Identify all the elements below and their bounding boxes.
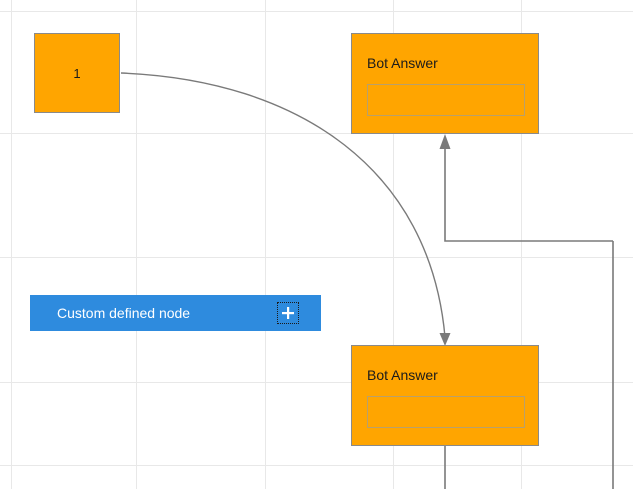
connector-orthogonal-into-bot-answer-1[interactable]	[439, 134, 614, 242]
node-bot-answer-1[interactable]: Bot Answer	[351, 33, 539, 134]
arrowhead-up-icon	[439, 134, 451, 149]
node-bot-answer-title: Bot Answer	[367, 55, 438, 71]
connector-orthogonal-from-bot-answer-2[interactable]	[444, 241, 614, 489]
node-start[interactable]: 1	[34, 33, 120, 113]
node-bot-answer-title: Bot Answer	[367, 367, 438, 383]
node-bot-answer-2[interactable]: Bot Answer	[351, 345, 539, 446]
connector-curve-node1-to-bot-answer-2[interactable]	[120, 72, 451, 346]
node-start-label: 1	[73, 65, 81, 81]
palette-item-label: Custom defined node	[57, 305, 191, 321]
node-bot-answer-input[interactable]	[367, 396, 525, 428]
arrowhead-down-icon	[439, 333, 451, 346]
plus-icon[interactable]	[277, 302, 299, 324]
node-bot-answer-input[interactable]	[367, 84, 525, 116]
palette-item-custom-defined-node[interactable]: Custom defined node	[30, 295, 321, 331]
